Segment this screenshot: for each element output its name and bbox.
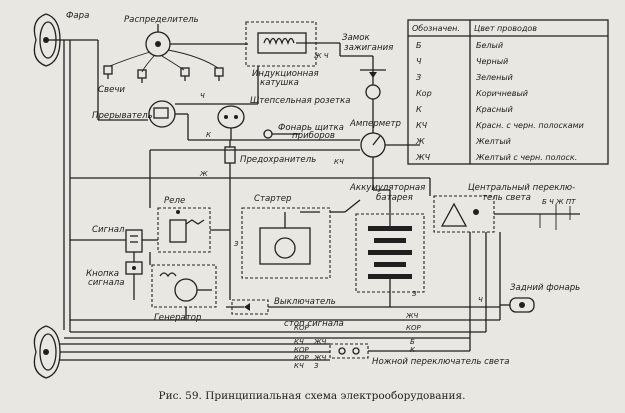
label-stop-signal: стоп сигнала — [284, 319, 344, 329]
foot-light-switch — [329, 343, 369, 359]
socket — [217, 105, 245, 140]
legend-color: Желтый с черн. полоск. — [475, 153, 577, 162]
code-z-starter: З — [234, 240, 239, 248]
central-light-switch — [433, 195, 580, 233]
legend-code: З — [416, 73, 421, 82]
label-headlamp-top: Фара — [66, 11, 89, 21]
legend-color: Красн. с черн. полосками — [476, 121, 584, 130]
legend-color: Красный — [476, 105, 513, 114]
label-ammeter: Амперметр — [349, 119, 401, 129]
code-k-socket: К — [206, 131, 212, 139]
code-kch-bottom: КЧ — [294, 338, 304, 346]
code-zhch-3: ЖЧ — [313, 354, 327, 362]
battery — [355, 198, 425, 300]
code-ch-breaker: Ч — [200, 92, 205, 100]
ammeter — [360, 132, 420, 190]
legend-color: Желтый — [475, 137, 511, 146]
rear-lamp — [509, 297, 535, 313]
code-b-bottom: Б — [410, 338, 415, 346]
legend-color: Зеленый — [476, 73, 513, 82]
wires — [60, 39, 510, 361]
label-relay: Реле — [164, 196, 185, 206]
legend-code: Б — [416, 41, 422, 50]
label-fuse: Предохранитель — [240, 155, 316, 165]
legend-color: Коричневый — [476, 89, 528, 98]
label-horn: Сигнал — [92, 225, 125, 235]
code-zhch-stop: ЖЧ — [405, 312, 419, 320]
horn — [125, 229, 158, 253]
fuse — [224, 140, 236, 200]
label-spark-plugs: Свечи — [98, 85, 125, 95]
code-zh: Ж — [199, 170, 208, 178]
code-kor-3: КОР — [294, 346, 309, 354]
figure-caption: Рис. 59. Принципиальная схема электрообо… — [159, 390, 466, 402]
code-k-bottom: К — [410, 346, 416, 354]
ignition-lock — [360, 56, 386, 118]
label-generator: Генератор — [154, 313, 202, 323]
code-zhch-bottom: ЖЧ — [313, 338, 327, 346]
label-central-switch: Центральный переклю-тель света — [468, 183, 575, 203]
legend-color: Черный — [476, 57, 508, 66]
horn-button — [125, 261, 143, 275]
label-switch: Выключатель — [274, 297, 336, 307]
relay — [157, 207, 211, 253]
legend-code: ЖЧ — [415, 153, 431, 162]
stop-switch — [226, 299, 269, 315]
label-breaker: Прерыватель — [92, 111, 153, 121]
code-kor-4: КОР — [294, 354, 309, 362]
label-socket: Штепсельная розетка — [250, 96, 351, 106]
code-kch-fuse: КЧ — [334, 158, 344, 166]
label-starter: Стартер — [254, 194, 292, 204]
distributor — [109, 24, 248, 73]
label-foot-switch: Ножной переключатель света — [372, 357, 510, 367]
legend-code: К — [416, 105, 422, 114]
spark-plugs — [103, 65, 224, 83]
code-coil: Ж Ч — [313, 52, 329, 60]
code-kor-2: КОР — [406, 324, 421, 332]
headlamp-top — [33, 13, 64, 67]
code-ch-rear: Ч — [478, 296, 483, 304]
code-z-stop: З — [412, 290, 417, 298]
legend-code: Кор — [416, 89, 432, 98]
code-central: Б Ч Ж ПТ — [542, 198, 576, 206]
label-rear-lamp: Задний фонарь — [510, 283, 580, 293]
panel-lamp — [263, 129, 300, 139]
breaker — [148, 100, 258, 128]
legend-code: КЧ — [416, 121, 428, 130]
label-distributor: Распределитель — [124, 15, 199, 25]
legend-code: Ж — [415, 137, 425, 146]
starter — [241, 207, 331, 279]
generator — [151, 264, 217, 308]
headlamp-bottom — [33, 325, 61, 379]
legend-code: Ч — [416, 57, 422, 66]
ignition-coil — [245, 21, 317, 67]
legend-color: Белый — [476, 41, 503, 50]
legend-header-code: Обозначен. — [412, 24, 460, 33]
code-kch-2: КЧ — [294, 362, 304, 370]
legend-header-color: Цвет проводов — [474, 24, 537, 33]
code-kor-1: КОР — [294, 324, 309, 332]
code-z-foot: З — [314, 362, 319, 370]
